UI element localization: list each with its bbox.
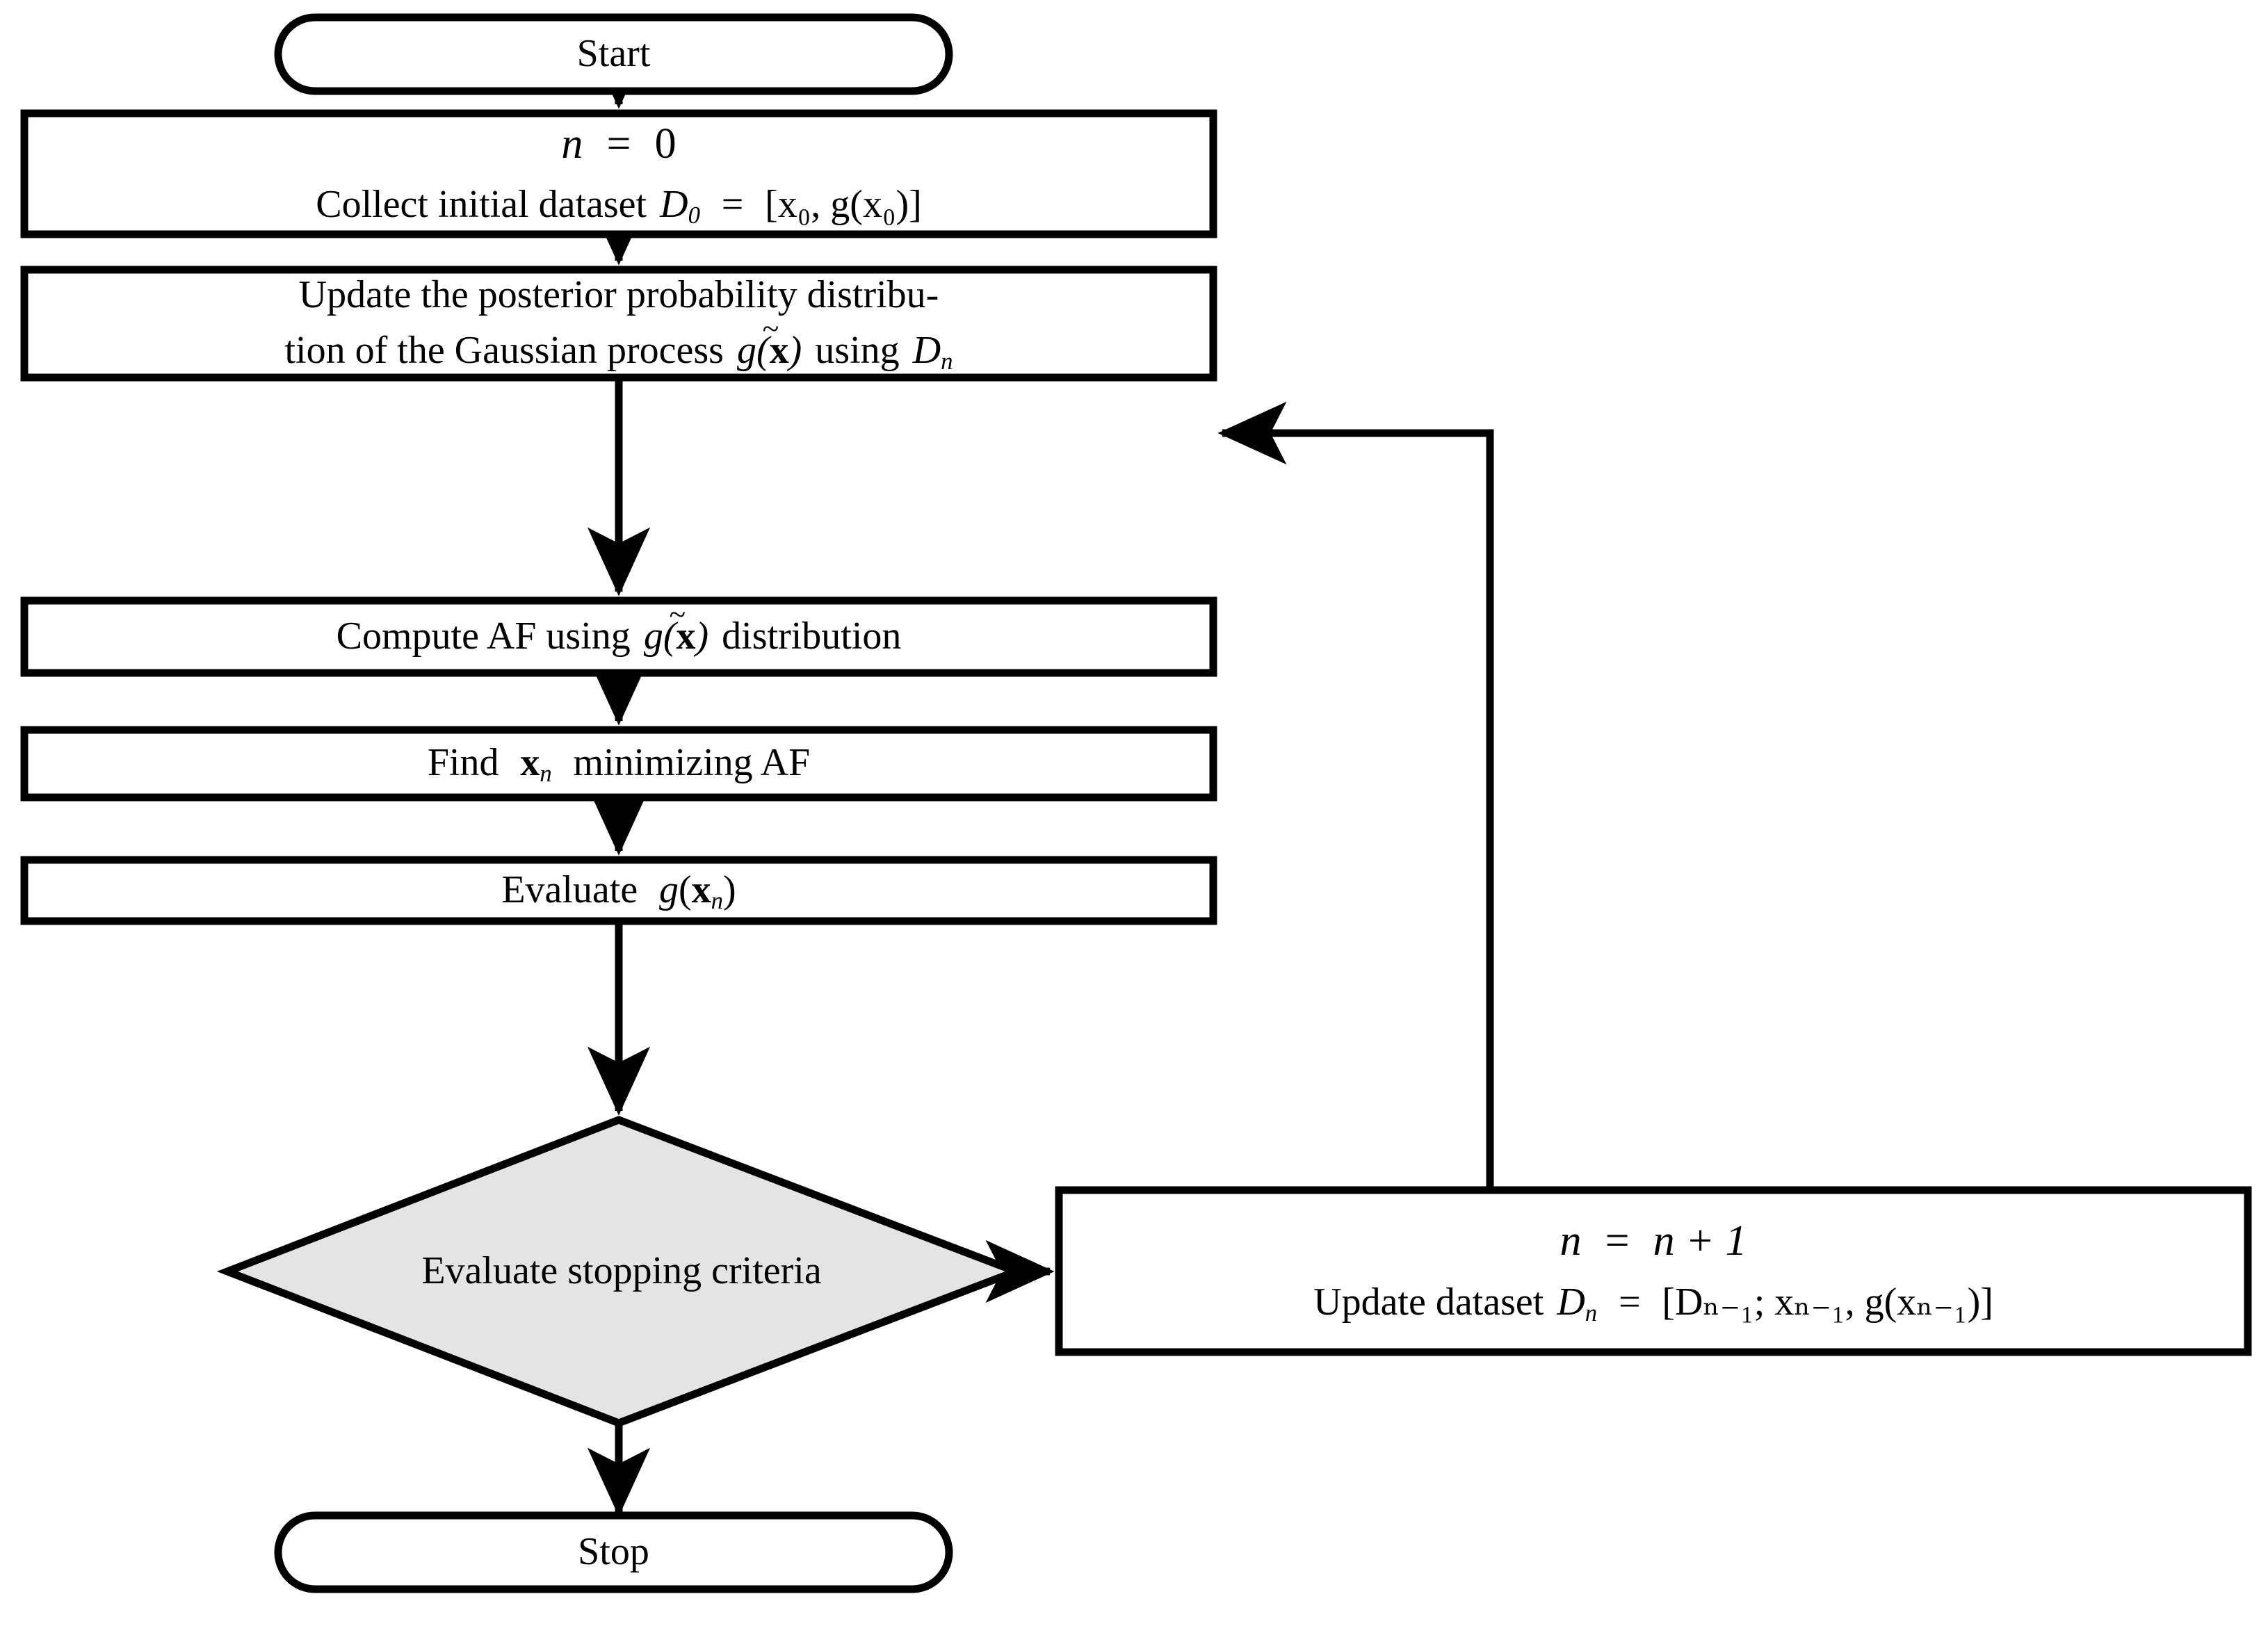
edge-layer <box>587 40 1494 1517</box>
node-shape-stop <box>274 1511 953 1593</box>
node-shape-update-posterior <box>20 266 1217 382</box>
node-shape-start <box>274 13 953 95</box>
node-shape-increment <box>1055 1186 2252 1356</box>
node-shape-find-x <box>20 726 1217 802</box>
node-shape-evaluate-g <box>20 856 1217 925</box>
node-shape-decision <box>216 1116 1027 1427</box>
edge-increment-feedback-loop <box>1217 401 1494 1190</box>
node-shape-init <box>20 109 1217 238</box>
node-shape-compute-af <box>20 596 1217 677</box>
